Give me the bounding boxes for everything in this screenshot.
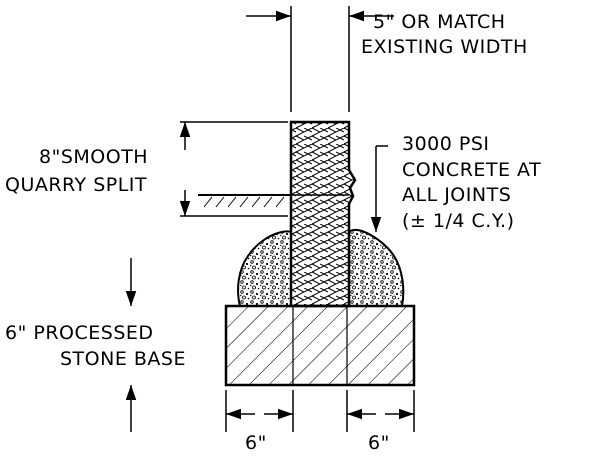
stone-height-dimension xyxy=(179,121,288,217)
stone-height-label-1: 8"SMOOTH xyxy=(39,146,148,168)
wall-width-label-2: EXISTING WIDTH xyxy=(361,36,528,58)
concrete-label-2: CONCRETE AT xyxy=(402,159,541,181)
base-label-1: 6" PROCESSED xyxy=(5,322,154,344)
offset-dimensions xyxy=(225,390,415,432)
wall-width-dimension xyxy=(246,6,394,112)
concrete-label-4: (± 1/4 C.Y.) xyxy=(402,210,515,232)
base-height-dimension xyxy=(125,258,137,432)
quarry-stone-wall xyxy=(289,120,357,308)
concrete-mound-right xyxy=(348,228,405,307)
concrete-label-3: ALL JOINTS xyxy=(402,184,511,206)
right-offset-label: 6" xyxy=(368,432,390,454)
base-label-2: STONE BASE xyxy=(60,348,186,370)
wall-width-label-1: 5" OR MATCH xyxy=(373,11,506,33)
ground-line xyxy=(198,194,291,208)
stone-height-label-2: QUARRY SPLIT xyxy=(5,174,147,196)
concrete-leader xyxy=(370,145,388,232)
concrete-label-1: 3000 PSI xyxy=(402,133,490,155)
stone-base xyxy=(224,304,416,387)
concrete-mound-left xyxy=(237,230,292,307)
left-offset-label: 6" xyxy=(245,432,267,454)
